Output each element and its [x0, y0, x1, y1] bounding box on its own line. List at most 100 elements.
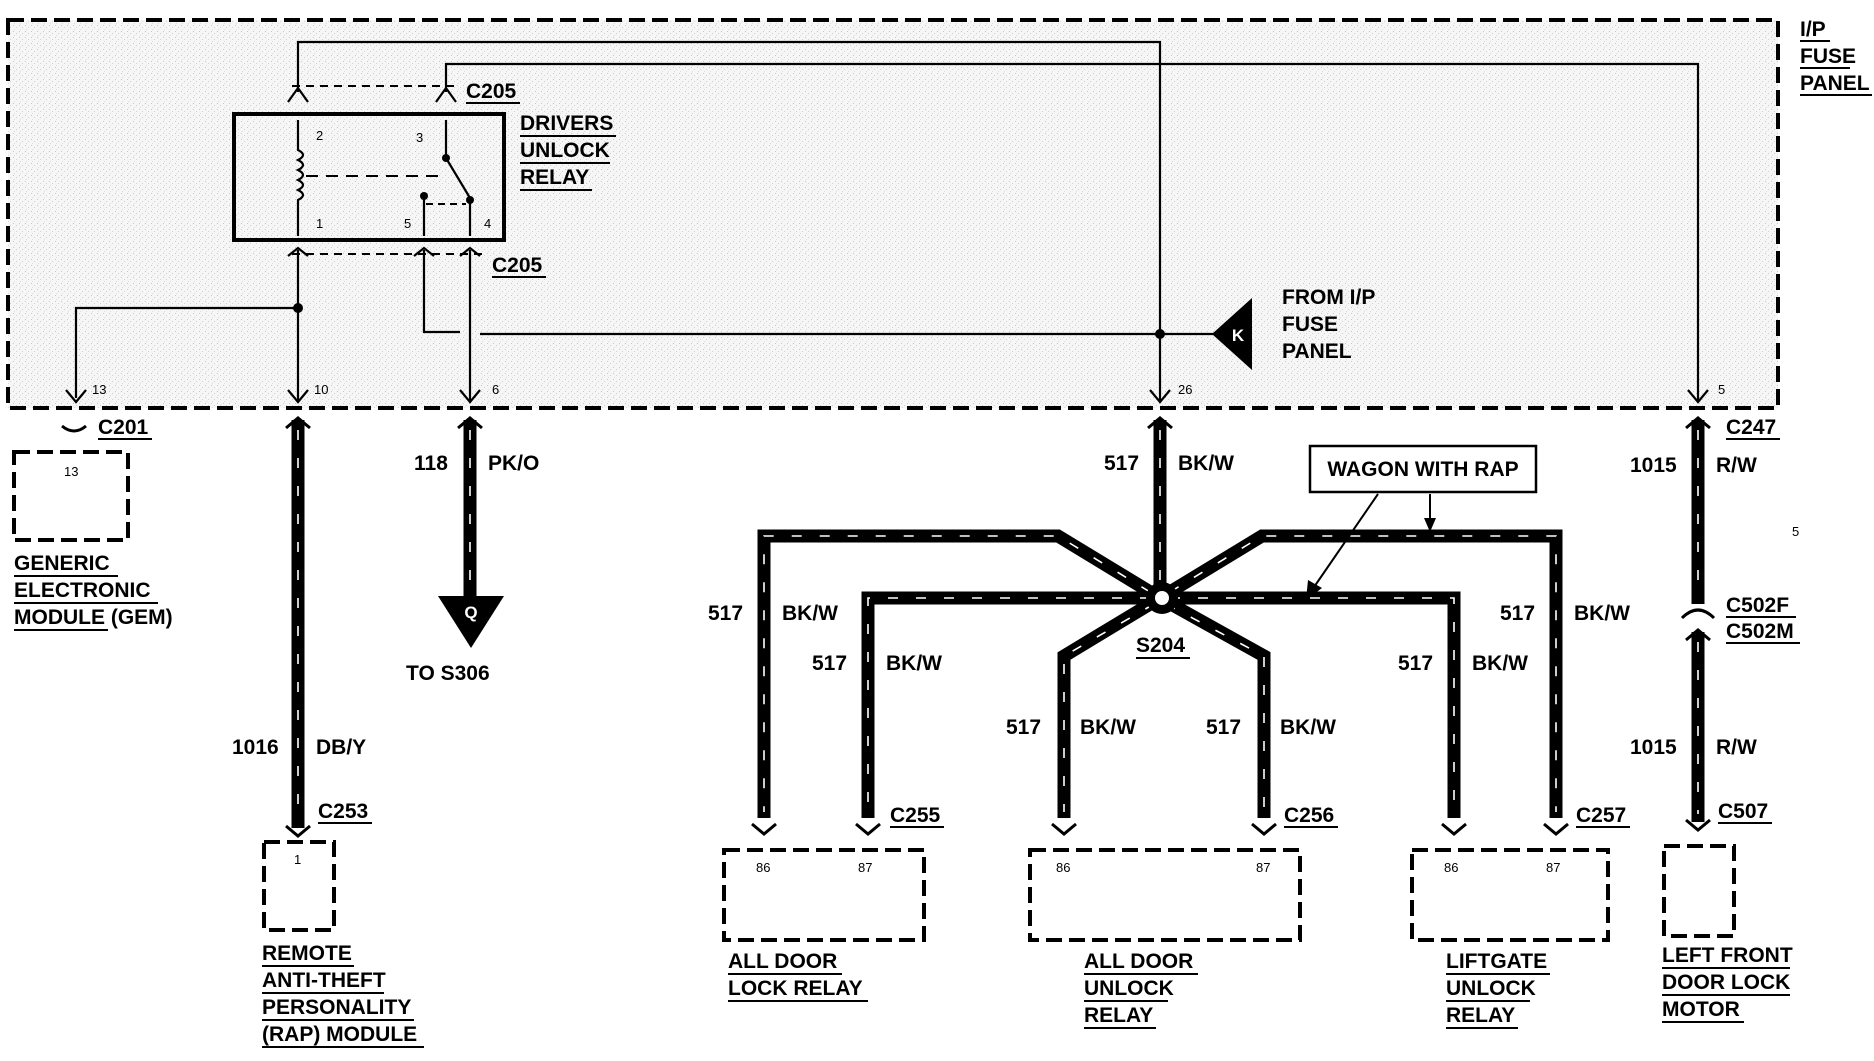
- marker-k: K: [1232, 326, 1245, 345]
- from-fuse-panel-marker: K FROM I/P FUSE PANEL: [1212, 286, 1375, 370]
- gem-pin-13: 13: [64, 464, 78, 479]
- wire-517-b-circuit: 517: [812, 652, 847, 675]
- wire-517-d-circuit: 517: [1206, 716, 1241, 739]
- wire-517-c-circuit: 517: [1006, 716, 1041, 739]
- wire-517-main-color: BK/W: [1178, 452, 1234, 475]
- fuse-panel-internal-wiring: [65, 40, 1709, 404]
- wire-517-d-color: BK/W: [1280, 716, 1336, 739]
- liftgate-relay-pin-87: 87: [1546, 860, 1560, 875]
- fuse-panel-label: I/P FUSE PANEL: [1800, 18, 1872, 96]
- wire-1016: [285, 416, 311, 838]
- liftgate-relay-label-2: UNLOCK: [1446, 977, 1536, 1000]
- unlock-relay-label-2: UNLOCK: [1084, 977, 1174, 1000]
- wire-517-a-circuit: 517: [708, 602, 743, 625]
- wire-1015: [1680, 416, 1716, 832]
- relay-pin-5: 5: [404, 216, 411, 231]
- fuse-pin-26: 26: [1178, 382, 1192, 397]
- liftgate-unlock-relay-label: LIFTGATE UNLOCK RELAY: [1446, 950, 1550, 1029]
- wire-517-e-color: BK/W: [1472, 652, 1528, 675]
- wire-517-a-color: BK/W: [782, 602, 838, 625]
- lock-relay-pin-87: 87: [858, 860, 872, 875]
- rap-label-3: PERSONALITY: [262, 996, 411, 1019]
- wire-118-circuit: 118: [414, 452, 448, 475]
- splice-s204: S204: [1136, 582, 1190, 659]
- rap-label-2: ANTI-THEFT: [262, 969, 386, 992]
- fuse-panel-label-3: PANEL: [1800, 72, 1870, 95]
- lock-relay-label-2: LOCK RELAY: [728, 977, 863, 1000]
- fuse-pin-10: 10: [314, 382, 328, 397]
- wire-517-harness: [751, 416, 1569, 836]
- gem-label: GENERIC ELECTRONIC MODULE (GEM): [14, 552, 173, 631]
- splice-label: S204: [1136, 634, 1185, 657]
- rap-label: REMOTE ANTI-THEFT PERSONALITY (RAP) MODU…: [262, 942, 424, 1048]
- wire-118-color: PK/O: [488, 452, 539, 475]
- connector-c256: C256: [1284, 804, 1334, 827]
- fuse-pin-6: 6: [492, 382, 499, 397]
- from-fuse-label-3: PANEL: [1282, 340, 1352, 363]
- wagon-note-text: WAGON WITH RAP: [1327, 458, 1518, 481]
- fuse-panel-shading: [8, 20, 1778, 408]
- connector-c253: C253: [318, 800, 368, 823]
- marker-q: Q: [464, 603, 477, 622]
- gem-label-2: ELECTRONIC: [14, 579, 151, 602]
- all-door-unlock-relay: 86 87: [1028, 848, 1302, 942]
- lock-relay-label-1: ALL DOOR: [728, 950, 837, 973]
- connector-c205-top: C205: [466, 80, 517, 103]
- unlock-relay-label-3: RELAY: [1084, 1004, 1153, 1027]
- wire-517-c-color: BK/W: [1080, 716, 1136, 739]
- liftgate-relay-pin-86: 86: [1444, 860, 1458, 875]
- from-fuse-label-2: FUSE: [1282, 313, 1338, 336]
- connector-c255: C255: [890, 804, 941, 827]
- gem-label-1: GENERIC: [14, 552, 110, 575]
- wire-118: [457, 416, 483, 600]
- motor-label-1: LEFT FRONT: [1662, 944, 1793, 967]
- drivers-unlock-relay: 2 3 1 5 4: [232, 112, 506, 242]
- wire-517-f-color: BK/W: [1574, 602, 1630, 625]
- wire-1015-top-circuit: 1015: [1630, 454, 1677, 477]
- motor-label-2: DOOR LOCK: [1662, 971, 1790, 994]
- relay-pin-2: 2: [316, 128, 323, 143]
- fuse-panel-label-2: FUSE: [1800, 45, 1856, 68]
- gem-label-3: MODULE (GEM): [14, 606, 173, 629]
- unlock-relay-pin-87: 87: [1256, 860, 1270, 875]
- wire-517-f-circuit: 517: [1500, 602, 1535, 625]
- all-door-lock-relay-label: ALL DOOR LOCK RELAY: [728, 950, 868, 1002]
- wire-1015-bot-circuit: 1015: [1630, 736, 1677, 759]
- rap-label-4: (RAP) MODULE: [262, 1023, 417, 1046]
- door-lock-motor: [1662, 844, 1736, 938]
- relay-pin-3: 3: [416, 130, 423, 145]
- connector-c502f: C502F: [1726, 594, 1789, 617]
- relay-label-3: RELAY: [520, 166, 589, 189]
- wire-517-b-color: BK/W: [886, 652, 942, 675]
- wire-1016-color: DB/Y: [316, 736, 366, 759]
- to-s306-marker: Q TO S306: [406, 596, 504, 685]
- relay-pin-1: 1: [316, 216, 323, 231]
- rap-pin-1: 1: [294, 852, 301, 867]
- relay-label-1: DRIVERS: [520, 112, 613, 135]
- to-s306-label: TO S306: [406, 662, 490, 685]
- connector-c247: C247: [1726, 416, 1776, 439]
- connector-c201: C201: [98, 416, 149, 439]
- wire-517-main-circuit: 517: [1104, 452, 1139, 475]
- lock-relay-pin-86: 86: [756, 860, 770, 875]
- door-lock-motor-label: LEFT FRONT DOOR LOCK MOTOR: [1662, 944, 1793, 1023]
- rap-module: 1: [262, 840, 336, 932]
- all-door-unlock-relay-label: ALL DOOR UNLOCK RELAY: [1084, 950, 1198, 1029]
- wagon-note: WAGON WITH RAP: [1306, 444, 1538, 600]
- wire-517-e-circuit: 517: [1398, 652, 1433, 675]
- drivers-unlock-relay-label: DRIVERS UNLOCK RELAY: [520, 112, 616, 191]
- rap-label-1: REMOTE: [262, 942, 352, 965]
- wire-1015-top-color: R/W: [1716, 454, 1757, 477]
- fuse-pin-5: 5: [1718, 382, 1725, 397]
- all-door-lock-relay: 86 87: [722, 848, 926, 942]
- fuse-pin-13: 13: [92, 382, 106, 397]
- relay-pin-4: 4: [484, 216, 491, 231]
- fuse-panel-outline: [6, 18, 1780, 410]
- fuse-panel-label-1: I/P: [1800, 18, 1826, 41]
- relay-label-2: UNLOCK: [520, 139, 610, 162]
- connector-c257: C257: [1576, 804, 1626, 827]
- gem-module: 13: [12, 450, 130, 542]
- unlock-relay-label-1: ALL DOOR: [1084, 950, 1193, 973]
- unlock-relay-pin-86: 86: [1056, 860, 1070, 875]
- liftgate-relay-label-1: LIFTGATE: [1446, 950, 1547, 973]
